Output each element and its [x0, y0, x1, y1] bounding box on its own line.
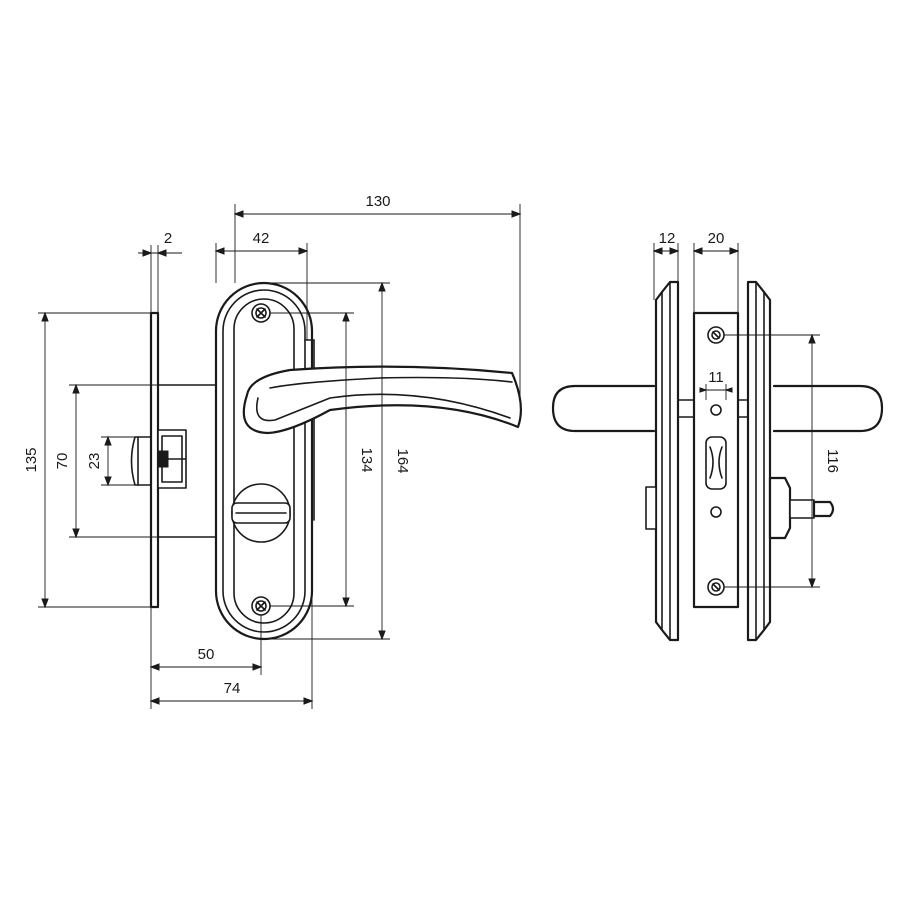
dim-130-label: 130 — [365, 193, 390, 210]
dim-23-label: 23 — [86, 453, 103, 470]
dim-2-label: 2 — [164, 230, 172, 247]
spindle-hole-top — [710, 404, 722, 416]
side-dimensions: 12 20 11 116 — [652, 230, 841, 589]
side-view — [551, 280, 884, 642]
left-rose — [654, 280, 680, 642]
dim-50-label: 50 — [198, 646, 215, 663]
dim-11-label: 11 — [708, 369, 724, 386]
faceplate — [149, 311, 160, 609]
dim-20-label: 20 — [708, 230, 725, 247]
dim-12-label: 12 — [659, 230, 676, 247]
front-dimensions: 130 42 2 135 70 23 — [23, 193, 522, 709]
escutcheon-plate — [214, 281, 315, 641]
privacy-stub-left — [645, 486, 657, 530]
dim-164-label: 164 — [394, 448, 411, 473]
left-handle — [551, 384, 656, 433]
dim-74-label: 74 — [224, 680, 241, 697]
dim-116-label: 116 — [824, 449, 841, 473]
right-handle — [772, 384, 884, 433]
dim-70-label: 70 — [54, 453, 71, 470]
privacy-turn-knob — [231, 483, 291, 543]
spindle-hole-bottom — [710, 506, 722, 518]
top-screw — [251, 303, 271, 323]
right-rose — [746, 280, 772, 642]
latch-slot — [705, 436, 727, 490]
privacy-turn-side — [768, 476, 835, 540]
dim-135-label: 135 — [23, 447, 40, 472]
dim-42-label: 42 — [253, 230, 270, 247]
latch-bolt — [130, 429, 187, 489]
dim-134-label: 134 — [358, 447, 375, 472]
front-view — [130, 281, 523, 641]
